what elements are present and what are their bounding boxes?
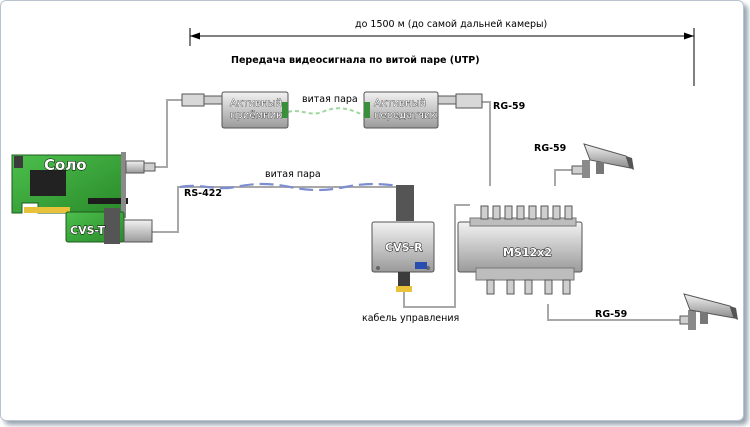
rs422-twisted-pair [179,182,406,192]
ms12x2-multiplexer: MS12x2 [457,217,583,281]
utp-twisted-pair [287,107,375,117]
distance-label: до 1500 м (до самой дальней камеры) [355,19,547,30]
mux-bnc-top-3 [504,205,513,220]
mux-bnc-top-4 [516,205,525,220]
mux-bnc-top-8 [564,205,573,220]
receiver-line1: Активный [230,98,282,109]
active-receiver: Активный приёмник [181,91,289,129]
receiver-line2: приёмник [230,110,282,121]
rg59-label-camera2: RG-59 [595,309,627,320]
camera-1 [571,143,634,178]
camera-2 [679,293,738,330]
mux-bnc-top-2 [492,205,501,220]
mux-bnc-top-5 [528,205,537,220]
control-cable-label: кабель управления [362,313,459,324]
multiplexer-connectors [480,205,573,295]
coax-cables [150,99,680,321]
multiplexer-label: MS12x2 [503,246,552,259]
cvs-t-label: CVS-T [70,224,105,237]
mux-bnc-top-7 [552,205,561,220]
cvs-r-label: CVS-R [385,241,423,254]
transmitter-line1: Активный [374,98,426,109]
card-name: Соло [44,156,87,174]
mux-bnc-bottom-4 [544,279,553,295]
mux-bnc-bottom-2 [506,279,515,295]
distance-dimension [189,28,695,86]
cvs-t-module: CVS-T [65,208,153,244]
rg59-label-transmitter: RG-59 [493,101,525,112]
rg59-label-camera1: RG-59 [534,143,566,154]
mux-bnc-bottom-1 [486,279,495,295]
transmission-title: Передача видеосигнала по витой паре (UTP… [231,55,480,66]
utp-label: витая пара [302,94,358,105]
card-bnc-connector [125,160,156,174]
mux-bnc-top-1 [480,205,489,220]
cvs-r-module: CVS-R [371,185,435,292]
mux-bnc-bottom-5 [562,279,571,295]
transmitter-line2: передатчик [374,110,437,121]
mux-bnc-bottom-3 [524,279,533,295]
active-transmitter: Активный передатчик [363,91,483,129]
rs422-pair-label: витая пара [265,169,321,180]
rs422-label: RS-422 [184,188,222,199]
solo-capture-card: Соло [11,152,128,218]
mux-bnc-top-6 [540,205,549,220]
